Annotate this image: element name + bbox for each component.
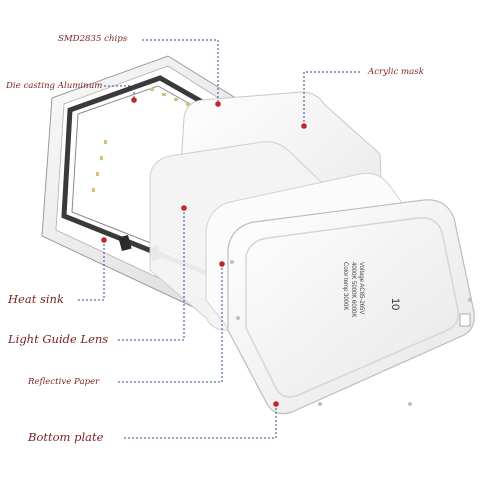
label-bottom-plate: Bottom plate — [28, 430, 104, 444]
leader-smd — [142, 39, 219, 104]
marker-light-guide — [181, 205, 187, 211]
label-acrylic-mask: Acrylic mask — [368, 67, 424, 77]
leader-die-casting — [104, 85, 135, 100]
leader-acrylic — [303, 71, 360, 126]
product-label: 10 — [389, 298, 401, 310]
label-smd-chips: SMD2835 chips — [58, 34, 128, 44]
bottom-plate — [227, 199, 475, 415]
marker-heat-sink — [101, 237, 107, 243]
markers — [101, 97, 307, 407]
leader-bottom — [124, 404, 277, 439]
marker-die-casting — [131, 97, 137, 103]
spec-voltage: Voltage AC85-265V — [358, 262, 364, 314]
label-heat-sink: Heat sink — [8, 292, 64, 306]
leader-heat-sink — [78, 240, 105, 301]
label-reflective-paper: Reflective Paper — [28, 377, 100, 387]
label-die-casting: Die casting Aluminum — [6, 81, 103, 91]
spec-color-temp: Color temp 3000K — [342, 262, 348, 310]
marker-smd — [215, 101, 221, 107]
marker-acrylic — [301, 123, 307, 129]
spec-lines: Color temp 3000K 4000K 5000K 6000K Volta… — [342, 262, 364, 317]
leader-light-guide — [118, 208, 185, 341]
spec-options: 4000K 5000K 6000K — [350, 262, 356, 317]
marker-reflective — [219, 261, 225, 267]
label-light-guide: Light Guide Lens — [8, 332, 109, 346]
leader-lines — [78, 39, 360, 439]
leader-reflective — [118, 264, 223, 383]
marker-bottom — [273, 401, 279, 407]
model-number: 10 — [389, 298, 401, 310]
